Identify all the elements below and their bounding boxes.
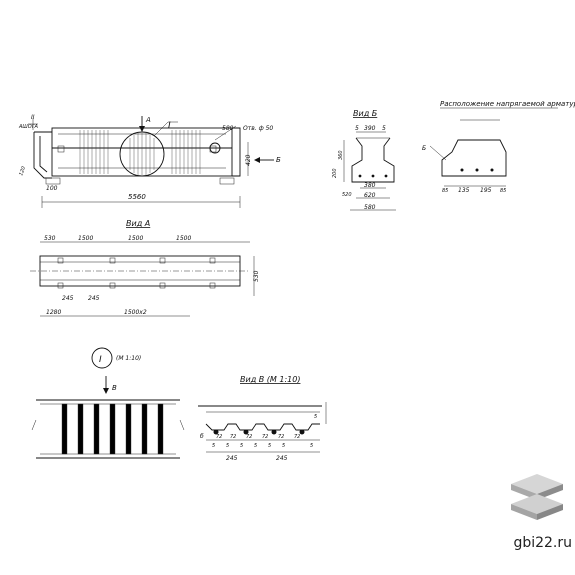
view-b-section: Вид Б 5 390 5 360 200 520 380 620 580 bbox=[332, 109, 396, 211]
bolt-hole-note: Отв. ф 50 bbox=[243, 125, 273, 132]
gbi-logo-icon bbox=[511, 474, 563, 520]
vb-dim-5a: 5 bbox=[355, 125, 359, 132]
vb-dim-5b: 5 bbox=[382, 125, 386, 132]
node-one-scale: (М 1:10) bbox=[116, 355, 141, 362]
node-mark-label: II bbox=[31, 114, 35, 121]
arrow-v-label: В bbox=[112, 384, 117, 392]
va-dim-1280: 1280 bbox=[46, 309, 61, 316]
arrow-a-label: A bbox=[145, 116, 151, 124]
vv-dim-5-6: 5 bbox=[282, 443, 285, 449]
vb-dim-620: 620 bbox=[364, 192, 376, 199]
armature-callout-b: Б bbox=[422, 145, 426, 152]
vv-dim-5-7: 5 bbox=[310, 443, 313, 449]
elev-dim-100: 100 bbox=[46, 185, 58, 192]
elev-dim-total: 5560 bbox=[128, 193, 146, 201]
view-v-detail: Вид В (М 1:10) 5 б 72 72 72 72 72 72 5 5… bbox=[198, 375, 327, 462]
site-watermark: gbi22.ru bbox=[513, 535, 572, 551]
va-dim-1500x2: 1500х2 bbox=[124, 309, 147, 316]
vb-dim-580: 580 bbox=[364, 204, 376, 211]
armature-layout: Расположение напрягаемой арматуры Б 85 1… bbox=[422, 100, 575, 194]
vb-dim-390: 390 bbox=[364, 125, 376, 132]
view-b-title: Вид Б bbox=[353, 109, 378, 118]
vv-dim-s: 5 bbox=[314, 414, 317, 420]
elev-dim-120: 120 bbox=[18, 166, 27, 177]
ar-dim-195: 195 bbox=[480, 187, 492, 194]
vv-dim-b: б bbox=[200, 433, 204, 440]
arrow-b-label: Б bbox=[276, 156, 281, 164]
view-a-plan: Вид А 530 1500 1500 1500 530 245 245 128… bbox=[30, 219, 260, 317]
va-dim-530b: 530 bbox=[253, 270, 260, 282]
va-dim-1500c: 1500 bbox=[176, 235, 191, 242]
ar-dim-85b: 85 bbox=[500, 188, 506, 194]
vb-dim-360: 360 bbox=[338, 150, 344, 160]
elev-dim-580: 580 bbox=[222, 125, 234, 132]
vv-dim-72-5: 72 bbox=[278, 434, 284, 440]
vv-dim-72-1: 72 bbox=[216, 434, 222, 440]
view-a-title: Вид А bbox=[126, 219, 150, 228]
va-dim-1500a: 1500 bbox=[78, 235, 93, 242]
vv-dim-72-4: 72 bbox=[262, 434, 268, 440]
vv-dim-5-1: 5 bbox=[212, 443, 215, 449]
vv-dim-245b: 245 bbox=[276, 455, 288, 462]
va-dim-1500b: 1500 bbox=[128, 235, 143, 242]
node-ref-label: ΑШΟΓΑ bbox=[18, 124, 38, 130]
va-dim-530: 530 bbox=[44, 235, 56, 242]
vv-dim-72-3: 72 bbox=[246, 434, 252, 440]
ar-dim-85a: 85 bbox=[442, 188, 448, 194]
vv-dim-5-4: 5 bbox=[254, 443, 257, 449]
vb-dim-380: 380 bbox=[364, 182, 376, 189]
view-v-title: Вид В (М 1:10) bbox=[240, 375, 300, 384]
vb-dim-520: 520 bbox=[342, 192, 352, 198]
vb-dim-200: 200 bbox=[332, 168, 338, 178]
node-one-label: I bbox=[168, 121, 171, 131]
node-one-detail: I (М 1:10) В bbox=[31, 347, 185, 459]
elev-dim-420: 420 bbox=[245, 154, 252, 166]
vv-dim-72-6: 72 bbox=[294, 434, 300, 440]
vv-dim-5-3: 5 bbox=[240, 443, 243, 449]
main-elevation: II ΑШΟΓΑ I A bbox=[18, 114, 281, 208]
armature-title: Расположение напрягаемой арматуры bbox=[440, 100, 575, 108]
vv-dim-245a: 245 bbox=[226, 455, 238, 462]
va-dim-245a: 245 bbox=[62, 295, 74, 302]
node-one-mark: I bbox=[99, 355, 102, 365]
ar-dim-135: 135 bbox=[458, 187, 470, 194]
vv-dim-72-2: 72 bbox=[230, 434, 236, 440]
vv-dim-5-5: 5 bbox=[268, 443, 271, 449]
vv-dim-5-2: 5 bbox=[226, 443, 229, 449]
va-dim-245b: 245 bbox=[88, 295, 100, 302]
